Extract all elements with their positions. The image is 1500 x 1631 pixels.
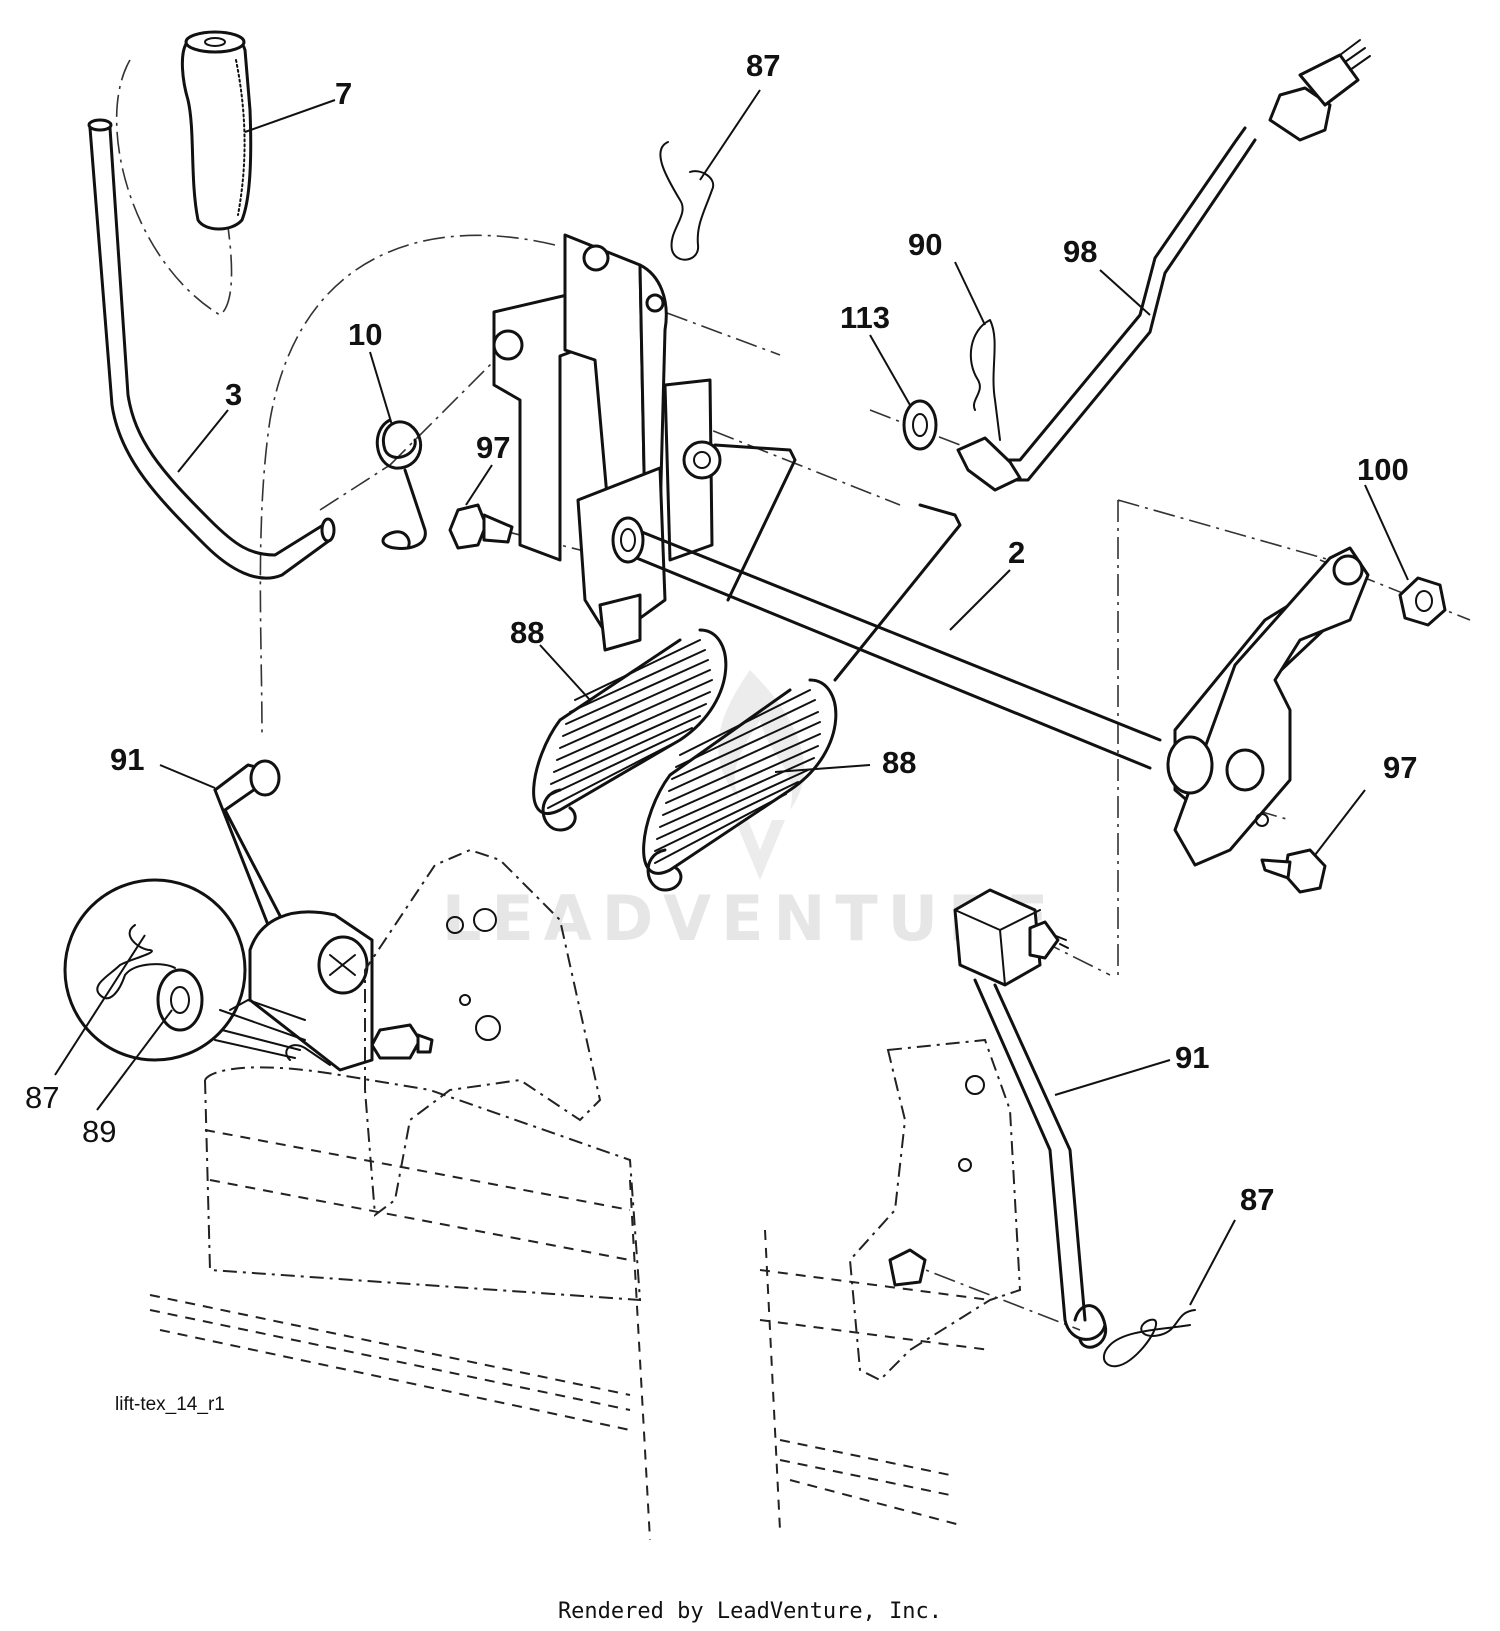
part-113-washer (902, 399, 938, 451)
callout-91-right: 91 (1175, 1040, 1209, 1075)
callout-89-detail: 89 (82, 1114, 116, 1149)
axis-line-spring (389, 344, 511, 466)
part-90-hairpin-clip (969, 319, 1001, 441)
part-10-torsion-spring (375, 418, 427, 550)
part-91-link-right (953, 888, 1108, 1349)
callout-97-left: 97 (476, 430, 510, 465)
callout-88-left: 88 (510, 615, 544, 650)
part-100-nut (1398, 576, 1447, 627)
callout-87-detail: 87 (25, 1080, 59, 1115)
callout-3: 3 (225, 377, 242, 412)
part-3-lift-lever (87, 118, 336, 580)
part-97-bolt-left (448, 503, 514, 550)
callout-2: 2 (1008, 535, 1025, 570)
callout-100: 100 (1357, 452, 1409, 487)
callout-7: 7 (335, 76, 352, 111)
detail-callout-circle (63, 878, 306, 1062)
part-7-grip (180, 30, 253, 231)
callouts: 7 87 90 98 113 10 3 97 100 2 88 88 97 91… (25, 48, 1417, 1217)
footer-credit: Rendered by LeadVenture, Inc. (558, 1599, 942, 1624)
part-98-rod (956, 39, 1371, 492)
watermark-flame-logo (718, 670, 805, 880)
axis-line-pin (319, 464, 391, 511)
axis-line-right-pin (899, 1259, 1081, 1331)
callout-113: 113 (840, 300, 890, 335)
phantom-deck-right (759, 1038, 1022, 1531)
callout-87-bottom: 87 (1240, 1182, 1274, 1217)
callout-87-top: 87 (746, 48, 780, 83)
part-91-link-left (213, 759, 434, 1072)
leader-lines (54, 89, 1409, 1306)
lever-arc-line (259, 234, 556, 736)
callout-98: 98 (1063, 234, 1097, 269)
right-bracket (1166, 546, 1370, 867)
detail-clip-87 (96, 924, 176, 1000)
part-87-clip-top (659, 141, 715, 261)
handle-orbit-line (115, 59, 233, 316)
watermark: LEADVENTURE (442, 670, 1058, 955)
callout-97-right: 97 (1383, 750, 1417, 785)
watermark-text: LEADVENTURE (442, 882, 1058, 955)
part-2-lift-shaft (611, 516, 1162, 770)
callout-90: 90 (908, 227, 942, 262)
diagram-reference-code: lift-tex_14_r1 (115, 1394, 225, 1415)
main-bracket (492, 233, 722, 652)
callout-88-right: 88 (882, 745, 916, 780)
part-97-bolt-right (1260, 848, 1327, 894)
part-88-spring-left (532, 443, 797, 832)
phantom-deck-left (149, 848, 651, 1541)
callout-10: 10 (348, 317, 382, 352)
callout-91-left: 91 (110, 742, 144, 777)
frame-vertical-line (1117, 499, 1331, 980)
part-88-spring-right (642, 503, 962, 892)
axis-line-bracket-top (631, 299, 781, 356)
part-87-clip-bottom (1103, 1309, 1196, 1368)
axis-line-nut (1319, 559, 1471, 621)
